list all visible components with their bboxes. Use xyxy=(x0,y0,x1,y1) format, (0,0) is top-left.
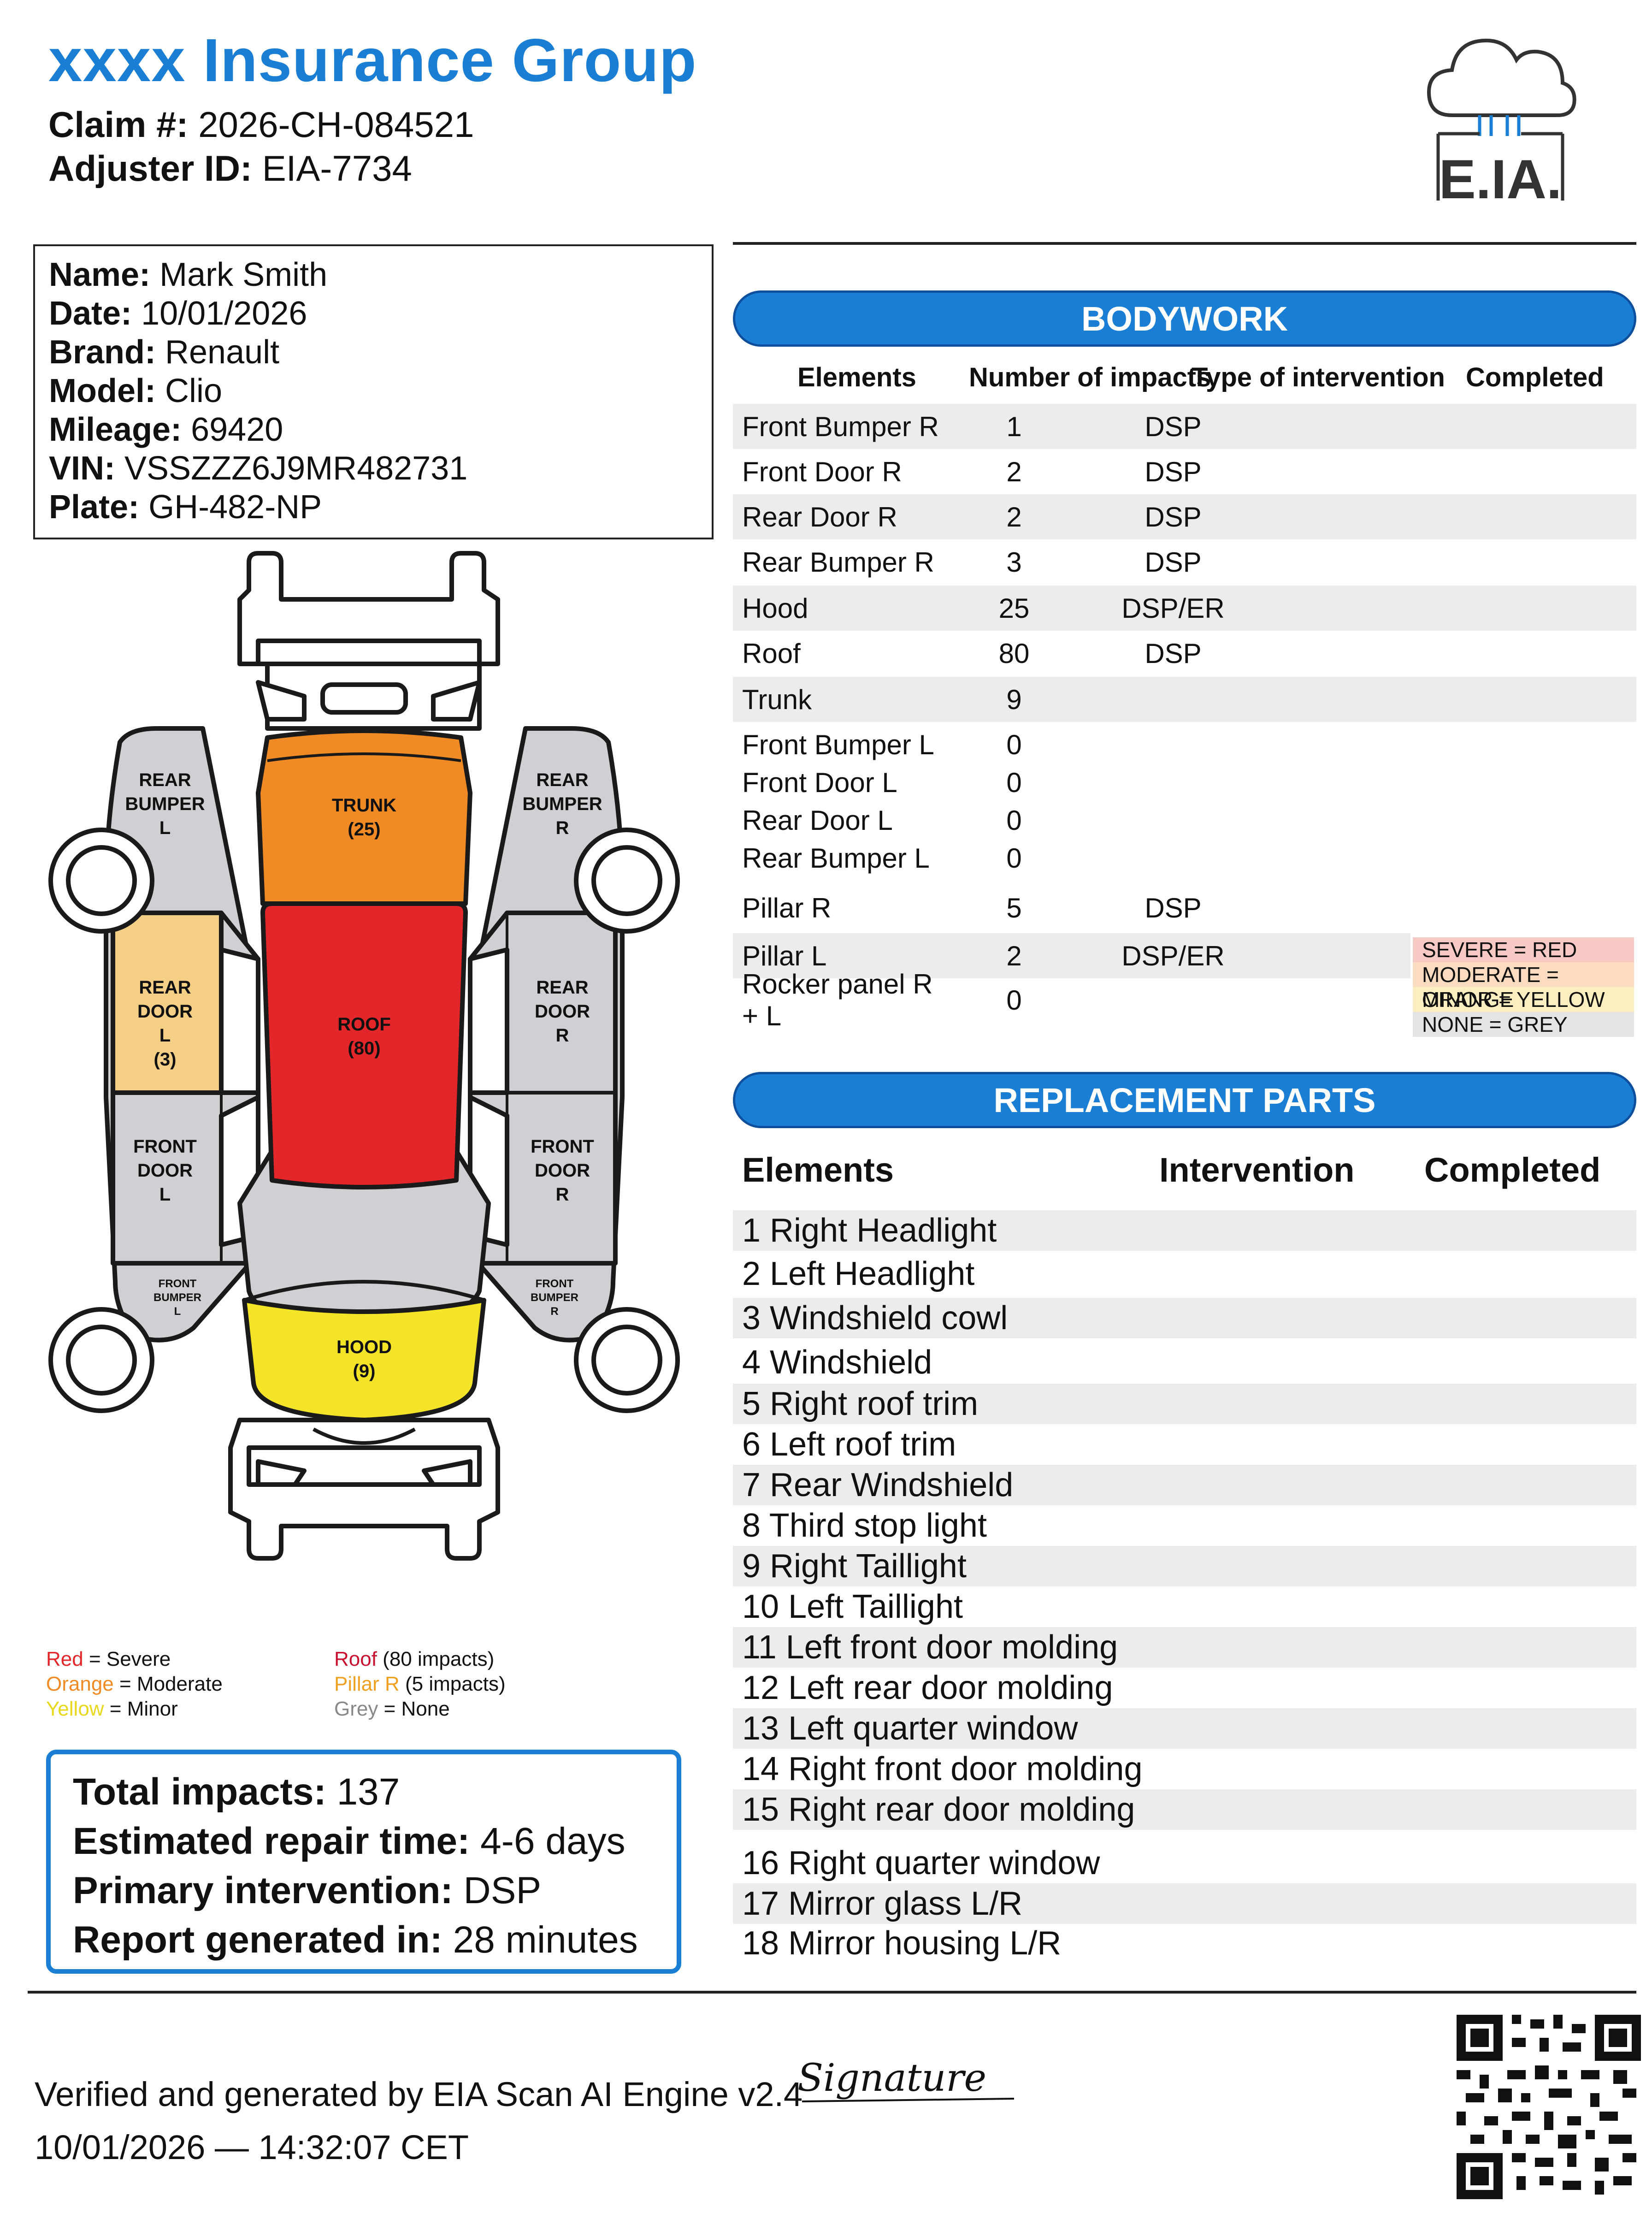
info-plate: Plate: GH-482-NP xyxy=(49,489,322,526)
info-date: Date: 10/01/2026 xyxy=(49,295,307,332)
bodywork-col-impacts: Number of impacts xyxy=(969,362,1211,392)
top-divider xyxy=(733,242,1636,245)
svg-text:Signature: Signature xyxy=(797,2056,986,2100)
front-view-outline xyxy=(228,1418,500,1561)
bodywork-col-type: Type of intervention xyxy=(1192,362,1445,392)
legend-minor: MINOR = YELLOW xyxy=(1413,987,1634,1012)
claim-number: Claim #: 2026-CH-084521 xyxy=(48,104,474,145)
replacement-col-intervention: Intervention xyxy=(1159,1151,1355,1189)
trunk-panel xyxy=(256,728,472,906)
footer-divider xyxy=(28,1991,1636,1994)
rear-light-left xyxy=(256,680,307,722)
front-light-right xyxy=(422,1459,472,1487)
list-item: 9 Right Taillight xyxy=(733,1546,1636,1586)
hood-panel xyxy=(242,1298,486,1422)
list-item: 1 Right Headlight xyxy=(733,1210,1636,1251)
legend-severe: SEVERE = RED xyxy=(1413,937,1634,962)
legend-none: NONE = GREY xyxy=(1413,1012,1634,1037)
legend-moderate: MODERATE = ORANGE xyxy=(1413,962,1634,1012)
summary-primary-intervention: Primary intervention: DSP xyxy=(73,1870,542,1911)
rear-light-right xyxy=(431,680,482,722)
list-item: 14 Right front door molding xyxy=(742,1751,1143,1787)
list-item: 4 Windshield xyxy=(742,1344,932,1381)
list-item: 18 Mirror housing L/R xyxy=(742,1925,1062,1962)
summary-report-time: Report generated in: 28 minutes xyxy=(73,1919,638,1961)
company-title: xxxx Insurance Group xyxy=(48,26,697,94)
list-item: 13 Left quarter window xyxy=(733,1708,1636,1749)
front-grille xyxy=(247,1445,482,1487)
bodywork-col-completed: Completed xyxy=(1466,362,1604,392)
info-name: Name: Mark Smith xyxy=(49,256,328,293)
list-item: 17 Mirror glass L/R xyxy=(733,1883,1636,1924)
label-roof: ROOF(80) xyxy=(337,1014,391,1059)
info-vin: VIN: VSSZZZ6J9MR482731 xyxy=(49,450,468,487)
rear-bumper-top xyxy=(256,639,482,666)
info-model: Model: Clio xyxy=(49,373,223,409)
list-item: 15 Right rear door molding xyxy=(733,1789,1636,1830)
list-item: 7 Rear Windshield xyxy=(733,1465,1636,1505)
severity-legend: SEVERE = RED MODERATE = ORANGE MINOR = Y… xyxy=(1413,937,1634,1037)
replacement-col-elements: Elements xyxy=(742,1151,894,1189)
adjuster-id: Adjuster ID: EIA-7734 xyxy=(48,148,412,189)
info-brand: Brand: Renault xyxy=(49,334,280,371)
footer-timestamp: 10/01/2026 — 14:32:07 CET xyxy=(35,2128,469,2166)
label-hood: HOOD(9) xyxy=(336,1337,392,1381)
right-rear-window xyxy=(468,947,509,1095)
vehicle-info-box: Name: Mark Smith Date: 10/01/2026 Brand:… xyxy=(33,244,714,539)
signature-icon: Signature xyxy=(797,2056,1015,2102)
replacement-col-completed: Completed xyxy=(1424,1151,1601,1189)
svg-text:E.IA.: E.IA. xyxy=(1439,148,1562,210)
list-item: 3 Windshield cowl xyxy=(733,1298,1636,1338)
eia-cloud-logo-icon: E.IA. xyxy=(1427,38,1576,210)
list-item: 5 Right roof trim xyxy=(733,1384,1636,1424)
list-item: 8 Third stop light xyxy=(742,1507,987,1544)
list-item: 10 Left Taillight xyxy=(742,1588,963,1625)
summary-repair-time: Estimated repair time: 4-6 days xyxy=(73,1820,625,1862)
rear-plate xyxy=(320,682,408,715)
bodywork-header: BODYWORK xyxy=(733,290,1636,347)
left-rear-window xyxy=(219,947,260,1095)
replacement-parts-header: REPLACEMENT PARTS xyxy=(733,1072,1636,1128)
roof-panel xyxy=(260,901,468,1189)
label-trunk: TRUNK(25) xyxy=(332,795,396,840)
footer-verified: Verified and generated by EIA Scan AI En… xyxy=(35,2075,803,2113)
list-item: 11 Left front door molding xyxy=(733,1627,1636,1668)
summary-total-impacts: Total impacts: 137 xyxy=(73,1771,400,1813)
car-legend-left: Red = Severe Orange = Moderate Yellow = … xyxy=(46,1648,223,1720)
list-item: 16 Right quarter window xyxy=(742,1845,1100,1882)
list-item: 6 Left roof trim xyxy=(742,1426,956,1463)
front-light-left xyxy=(256,1459,307,1487)
info-mileage: Mileage: 69420 xyxy=(49,411,283,448)
list-item: 2 Left Headlight xyxy=(742,1255,975,1292)
bodywork-col-elements: Elements xyxy=(797,362,916,392)
list-item: 12 Left rear door molding xyxy=(742,1669,1113,1706)
car-legend-right: Roof (80 impacts) Pillar R (5 impacts) G… xyxy=(334,1648,506,1720)
qr-code-icon xyxy=(1457,2015,1641,2199)
summary-box: Total impacts: 137 Estimated repair time… xyxy=(46,1750,681,1974)
